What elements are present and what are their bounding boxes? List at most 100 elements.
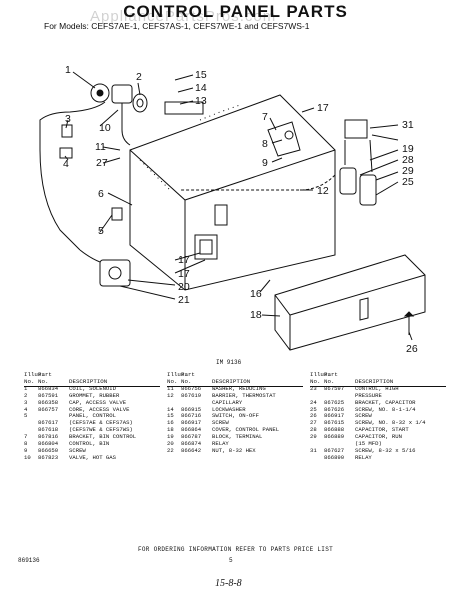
part-no: 866650 [38, 446, 59, 454]
part-description: CAPACITOR, RUN [355, 433, 402, 441]
part-description: (CEFS7AE & CEFS7AS) [69, 419, 133, 427]
bin-control [267, 121, 301, 157]
part-description: COVER, CONTROL PANEL [212, 426, 280, 434]
part-description: VALVE, HOT GAS [69, 453, 116, 461]
part-no: 866890 [324, 453, 345, 461]
part-no: 866888 [324, 426, 345, 434]
callout-15: 15 [195, 69, 207, 81]
table-row: 14 866915 LOCKWASHER [167, 405, 302, 414]
header-no: No. [24, 377, 35, 385]
illus-no: 18 [167, 426, 174, 434]
illus-no: 3 [24, 398, 28, 406]
part-no: 866834 [38, 384, 59, 392]
illus-no: 22 [167, 446, 174, 454]
part-description: LOCKWASHER [212, 405, 246, 413]
part-description: CONTROL, BIN [69, 440, 110, 448]
illus-no: 11 [167, 384, 174, 392]
table-row: 867618(CEFS7WE & CEFS7WS) [24, 426, 159, 434]
part-no: 866804 [38, 440, 59, 448]
part-description: SWITCH, ON-OFF [212, 412, 259, 420]
callout-19: 19 [402, 143, 414, 155]
table-row: PRESSURE [310, 391, 445, 400]
switch-on-off [194, 234, 218, 260]
illus-no: 7 [24, 433, 28, 441]
page-title: CONTROL PANEL PARTS [123, 2, 348, 21]
illus-no: 23 [310, 384, 317, 392]
illus-no: 8 [24, 440, 28, 448]
header-part: Part [38, 371, 52, 378]
part-no: 867619 [181, 391, 202, 399]
header-part: Part [324, 371, 338, 378]
part-description: RELAY [355, 453, 372, 461]
callout-13: 13 [195, 95, 207, 107]
illus-no: 4 [24, 405, 28, 413]
part-no: 866642 [181, 446, 202, 454]
part-description: BARRIER, THERMOSTAT [212, 391, 276, 399]
part-no: 866787 [181, 433, 202, 441]
callout-12: 12 [317, 185, 329, 197]
part-description: SCREW [212, 419, 229, 427]
illus-no: 25 [310, 405, 317, 413]
callout-11: 11 [95, 141, 106, 153]
illus-no: 12 [167, 391, 174, 399]
illus-no [24, 420, 38, 427]
callout-6: 6 [98, 188, 104, 200]
illus-no: 2 [24, 391, 28, 399]
part-description: NUT, 8-32 HEX [212, 446, 256, 454]
callout-21: 21 [178, 294, 190, 306]
part-no: 867627 [324, 446, 345, 454]
models-subtitle: For Models: CEFS7AE-1, CEFS7AS-1, CEFS7W… [44, 21, 310, 31]
part-no: 866874 [181, 440, 202, 448]
callout-17-top: 17 [317, 102, 329, 114]
part-no: 867625 [324, 398, 345, 406]
header-part-no: No. [324, 377, 335, 385]
part-description: (15 MFD) [355, 440, 382, 448]
document-code: 869136 [18, 557, 40, 564]
page-number: 5 [229, 557, 233, 564]
illus-no: 19 [167, 433, 174, 441]
callout-4: 4 [63, 158, 69, 170]
part-description: WASHER, REDUCING [212, 384, 266, 392]
header-no: No. [310, 377, 321, 385]
panel-slot [214, 204, 228, 226]
callout-18: 18 [250, 309, 262, 321]
high-pressure-control [99, 259, 131, 287]
illus-no: 1 [24, 384, 28, 392]
part-no: 866756 [181, 384, 202, 392]
part-no: 866757 [38, 405, 59, 413]
capacitor-start [339, 167, 357, 195]
header-description: DESCRIPTION [212, 377, 251, 385]
callout-14: 14 [195, 82, 207, 94]
part-description: RELAY [212, 440, 229, 448]
control-panel [129, 94, 336, 291]
part-description: SCREW, NO. 8-1-1/4 [355, 405, 416, 413]
part-no: 867617 [38, 419, 59, 427]
callout-1: 1 [65, 64, 71, 76]
table-row: (15 MFD) [310, 440, 445, 448]
part-description: PRESSURE [355, 391, 382, 399]
illus-no: 5 [24, 412, 28, 420]
part-no: 866915 [181, 405, 202, 413]
part-description: BRACKET, BIN CONTROL [69, 433, 137, 441]
ordering-note: FOR ORDERING INFORMATION REFER TO PARTS … [137, 546, 334, 553]
part-no: 867597 [324, 384, 345, 392]
illus-no: 16 [167, 419, 174, 427]
part-description: SCREW [69, 446, 86, 454]
table-row: 867617 (CEFS7AE & CEFS7AS) [24, 419, 159, 427]
illus-no: 14 [167, 405, 174, 413]
illus-no: 10 [24, 453, 31, 461]
grommet [132, 93, 148, 113]
callout-2: 2 [136, 71, 142, 83]
